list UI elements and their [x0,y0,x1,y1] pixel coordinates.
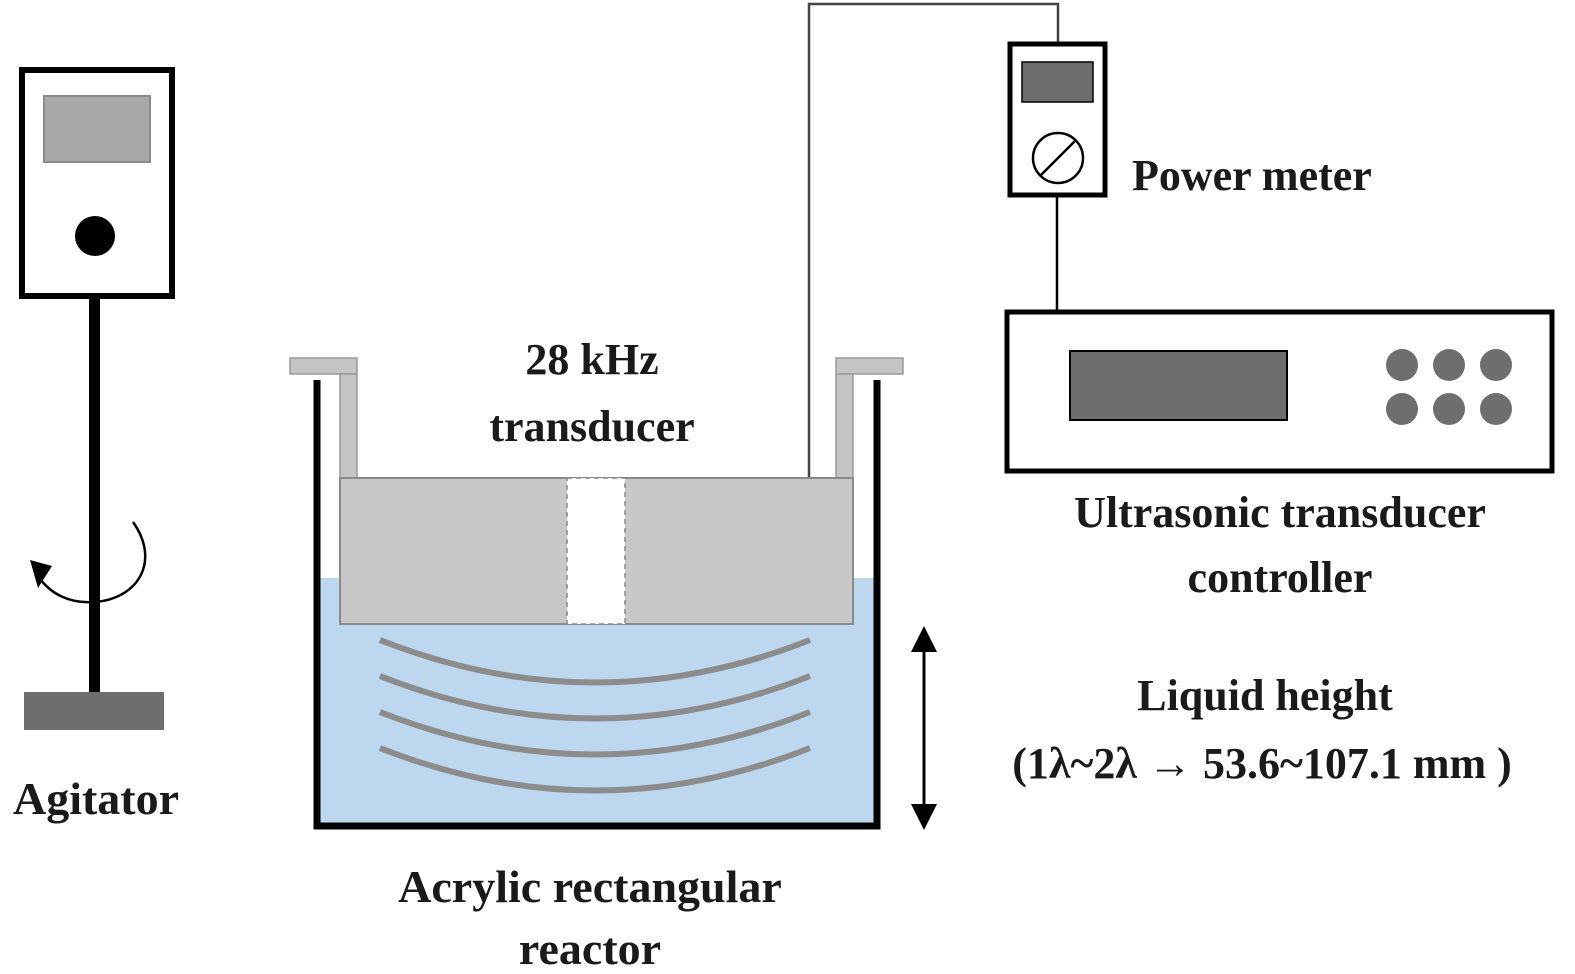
power-meter [1007,41,1108,198]
controller-button [1480,349,1512,381]
rotation-arrow-icon [36,521,147,604]
agitator [19,67,175,730]
liquid-height-label-line1: Liquid height [1137,671,1393,720]
reactor-label-line1: Acrylic rectangular [398,861,782,912]
controller-button [1386,393,1418,425]
rotation-arrowhead-icon [30,560,52,588]
ultrasonic-wave [378,637,812,686]
controller-label-line2: controller [1188,553,1373,602]
controller-button [1433,393,1465,425]
transducer-controller [1004,309,1555,474]
transducer-label-line2: transducer [489,402,694,451]
controller-label-line1: Ultrasonic transducer [1074,488,1486,537]
controller-display [1069,350,1288,421]
right-bracket-arm [835,373,854,479]
liquid-height-arrow [911,626,937,830]
reactor-tank-wall [313,380,881,830]
left-bracket-top [289,357,358,375]
power-meter-display [1021,61,1094,103]
transducer-element [566,477,626,625]
reactor [289,357,904,830]
power-meter-label: Power meter [1132,151,1372,200]
transducer-label-line1: 28 kHz [525,335,658,384]
liquid-height-label-line2: (1λ~2λ → 53.6~107.1 mm ) [1012,739,1512,788]
controller-button [1386,349,1418,381]
ultrasonic-wave [378,709,812,758]
agitator-base [24,692,164,730]
transducer-wire [807,2,1060,478]
reactor-label-line2: reactor [519,923,661,974]
agitator-label: Agitator [13,773,179,824]
controller-button [1433,349,1465,381]
ultrasonic-wave [378,673,812,722]
controller-button [1480,393,1512,425]
agitator-knob [75,216,115,256]
arrow-down-icon [911,804,937,830]
right-bracket-top [835,357,904,375]
ultrasonic-wave [378,745,812,794]
power-meter-dial-needle [1039,139,1077,177]
arrow-up-icon [911,626,937,652]
agitator-display [43,95,151,163]
agitator-shaft [89,296,100,692]
left-bracket-arm [339,373,358,479]
